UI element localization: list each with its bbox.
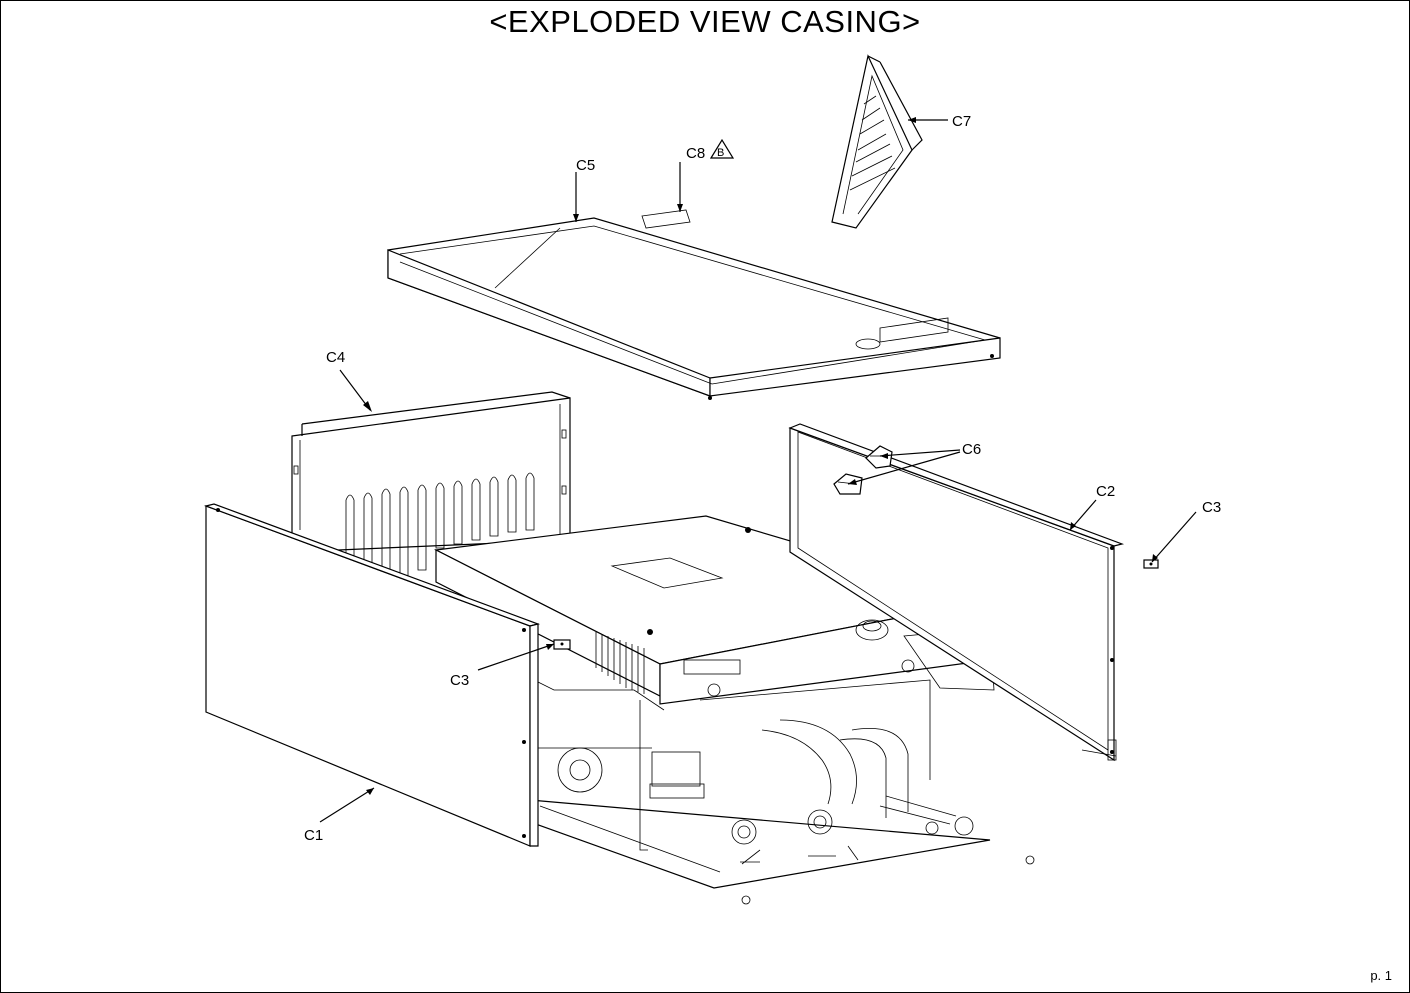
leader-c3-right [1151, 511, 1197, 563]
callout-c6: C6 [962, 441, 981, 458]
leader-c6-a [879, 449, 961, 457]
vent-grille [595, 632, 645, 694]
callout-c3-left: C3 [450, 672, 469, 689]
leader-c4 [339, 369, 371, 411]
diagram-title: <EXPLODED VIEW CASING> [489, 4, 921, 39]
leader-c1 [319, 787, 375, 823]
callout-c2: C2 [1096, 483, 1115, 500]
callout-c7: C7 [952, 113, 971, 130]
callout-c3-right: C3 [1202, 499, 1221, 516]
callout-c1: C1 [304, 827, 323, 844]
callout-c8: C8 [686, 145, 705, 162]
callout-c4: C4 [326, 349, 345, 366]
rear-panel-c4 [291, 391, 571, 579]
leader-lines [319, 117, 1197, 823]
revision-triangle: B [709, 138, 735, 159]
top-cover-c5 [387, 209, 1001, 400]
side-panel-c1 [203, 503, 541, 847]
page-number: p. 1 [1370, 968, 1392, 983]
callout-c5: C5 [576, 157, 595, 174]
bracket-c3-right [1143, 559, 1159, 569]
leader-c6-b [847, 451, 961, 485]
bracket-c7 [831, 54, 923, 229]
revision-mark: B [717, 147, 724, 159]
bracket-c3-left [553, 639, 571, 650]
leader-c3-left [477, 643, 555, 671]
